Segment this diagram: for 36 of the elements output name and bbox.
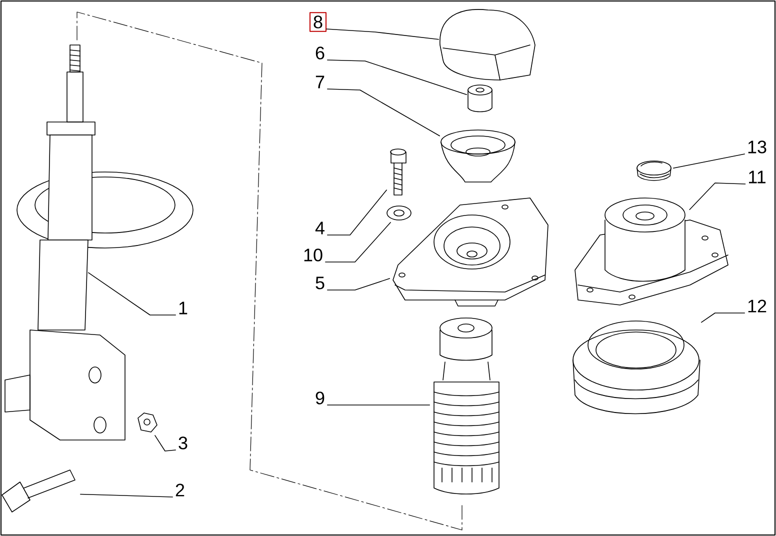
bolt-drawing bbox=[2, 470, 76, 512]
callout-number: 10 bbox=[304, 248, 322, 262]
leader-line bbox=[327, 404, 430, 406]
leader-line bbox=[327, 60, 467, 95]
leader-line bbox=[327, 278, 390, 290]
callout-number: 9 bbox=[316, 392, 324, 404]
callout-number: 12 bbox=[748, 300, 766, 312]
leader-line bbox=[701, 312, 745, 323]
leader-line bbox=[154, 435, 176, 452]
leader-line bbox=[325, 222, 391, 262]
callout-number: 2 bbox=[176, 484, 184, 496]
cup-drawing bbox=[440, 130, 516, 182]
bolt-drawing bbox=[390, 148, 406, 196]
leader-line bbox=[327, 190, 387, 236]
callout-number: 6 bbox=[316, 46, 324, 60]
washer-drawing bbox=[386, 206, 412, 220]
callout-number: 4 bbox=[315, 222, 324, 234]
callout-number: 5 bbox=[316, 276, 324, 290]
leader-line bbox=[88, 272, 176, 316]
callout-number: 7 bbox=[316, 76, 324, 88]
mount-drawing bbox=[392, 198, 548, 306]
leader-line bbox=[80, 494, 173, 498]
leader-line bbox=[689, 182, 746, 210]
leader-line bbox=[673, 154, 745, 169]
nut-drawing bbox=[468, 84, 492, 112]
callout-number: 8 bbox=[310, 12, 326, 32]
plug-drawing bbox=[636, 160, 672, 181]
cap-drawing bbox=[440, 9, 536, 80]
bearing-drawing bbox=[572, 320, 700, 414]
callout-number: 3 bbox=[178, 436, 188, 450]
mount-drawing bbox=[574, 198, 728, 306]
leader-line bbox=[327, 88, 440, 136]
callout-number: 11 bbox=[749, 170, 766, 184]
bump-stop-drawing bbox=[434, 318, 500, 494]
callout-number: 13 bbox=[748, 140, 766, 154]
leader-line bbox=[326, 28, 439, 40]
